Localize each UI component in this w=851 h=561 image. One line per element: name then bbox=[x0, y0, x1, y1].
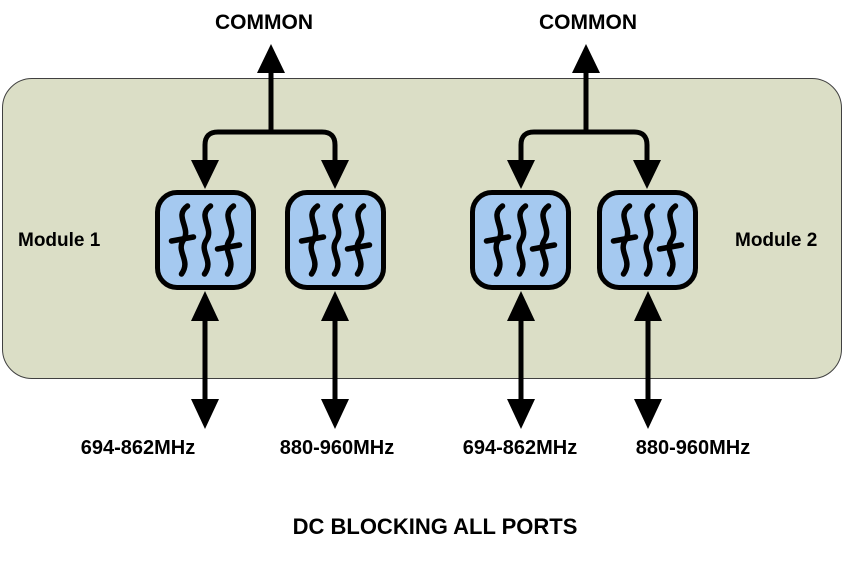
module-enclosure bbox=[2, 78, 842, 379]
filter-waves-icon bbox=[602, 195, 693, 285]
module2-common-label: COMMON bbox=[539, 11, 637, 34]
module1-filter-block-2 bbox=[285, 190, 386, 290]
footer-caption: DC BLOCKING ALL PORTS bbox=[292, 514, 578, 539]
module1-port-label-1: 694-862MHz bbox=[80, 437, 196, 459]
filter-waves-icon bbox=[160, 195, 251, 285]
module1-port-label-2: 880-960MHz bbox=[279, 437, 395, 459]
module1-common-label: COMMON bbox=[215, 11, 313, 34]
module1-label: Module 1 bbox=[18, 230, 101, 251]
filter-waves-icon bbox=[290, 195, 381, 285]
module2-port-label-2: 880-960MHz bbox=[635, 437, 751, 459]
module2-filter-block-2 bbox=[597, 190, 698, 290]
filter-waves-icon bbox=[475, 195, 566, 285]
module2-filter-block-1 bbox=[470, 190, 571, 290]
module2-label: Module 2 bbox=[735, 230, 818, 251]
module2-port-label-1: 694-862MHz bbox=[462, 437, 578, 459]
module1-filter-block-1 bbox=[155, 190, 256, 290]
